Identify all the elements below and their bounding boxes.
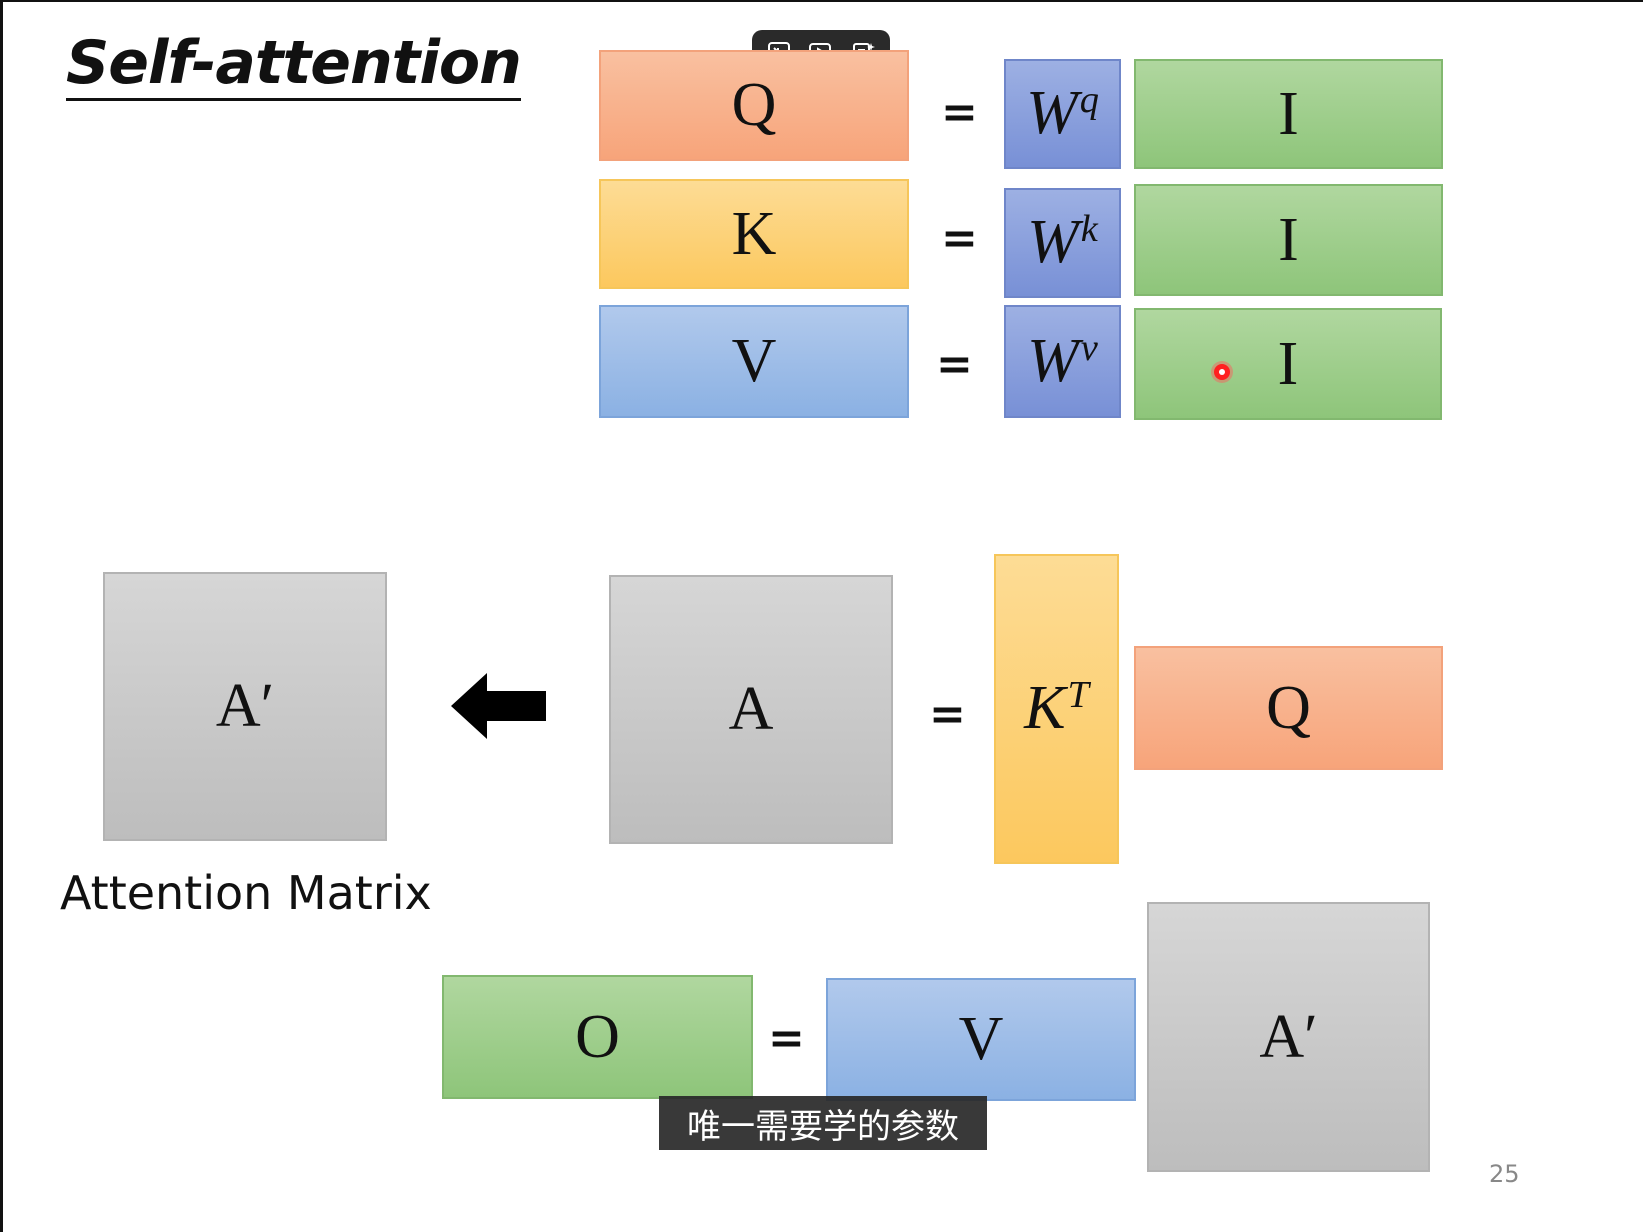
attention-matrix-caption: Attention Matrix (60, 866, 432, 920)
normalized-attention-label: A′ (1259, 1002, 1318, 1071)
weight-k-matrix: Wk (1004, 188, 1121, 298)
weight-q-superscript: q (1079, 79, 1099, 122)
weight-base: W (1026, 79, 1078, 148)
normalized-attention-matrix: A′ (103, 572, 387, 841)
weight-v-matrix: Wv (1004, 305, 1121, 418)
weight-base: W (1027, 208, 1079, 277)
input-label: I (1278, 205, 1299, 274)
laser-pointer-dot (1214, 364, 1230, 380)
weight-q-matrix: Wq (1004, 59, 1121, 169)
query-label: Q (731, 71, 777, 139)
equals-sign: = (941, 213, 978, 264)
query-matrix: Q (1134, 646, 1443, 770)
equals-sign: = (941, 87, 978, 138)
slide-title: Self-attention (66, 30, 522, 101)
left-arrow-icon (451, 673, 546, 739)
weight-q-label: Wq (1026, 78, 1099, 149)
output-label: O (575, 1002, 620, 1071)
weight-k-label: Wk (1027, 207, 1098, 278)
query-label: Q (1266, 673, 1311, 742)
key-label: K (731, 199, 777, 268)
input-label: I (1278, 79, 1299, 148)
input-matrix: I (1134, 184, 1443, 296)
output-matrix: O (442, 975, 753, 1099)
page-number: 25 (1489, 1160, 1520, 1188)
value-matrix: V (826, 978, 1136, 1101)
video-subtitle: 唯一需要学的参数 (659, 1096, 987, 1150)
key-transpose-base: K (1024, 674, 1066, 743)
input-label: I (1277, 329, 1299, 398)
equals-sign: = (936, 339, 973, 390)
attention-matrix: A (609, 575, 893, 844)
key-matrix: K (599, 179, 909, 289)
equals-sign: = (929, 689, 966, 740)
weight-base: W (1027, 327, 1079, 396)
normalized-attention-label: A′ (215, 672, 275, 740)
query-matrix: Q (599, 50, 909, 161)
window-top-border (0, 0, 1643, 2)
weight-k-superscript: k (1080, 208, 1098, 251)
weight-v-label: Wv (1027, 326, 1098, 397)
transpose-superscript: T (1067, 674, 1089, 717)
window-left-border (0, 0, 3, 1232)
input-matrix: I (1134, 308, 1442, 420)
weight-v-superscript: v (1080, 326, 1098, 369)
equals-sign: = (768, 1013, 805, 1064)
value-label: V (958, 1005, 1004, 1073)
value-label: V (731, 327, 777, 395)
attention-label: A (728, 675, 774, 743)
normalized-attention-matrix: A′ (1147, 902, 1430, 1172)
input-matrix: I (1134, 59, 1443, 169)
value-matrix: V (599, 305, 909, 418)
key-transpose-label: KT (1024, 673, 1089, 744)
key-transpose-matrix: KT (994, 554, 1119, 864)
